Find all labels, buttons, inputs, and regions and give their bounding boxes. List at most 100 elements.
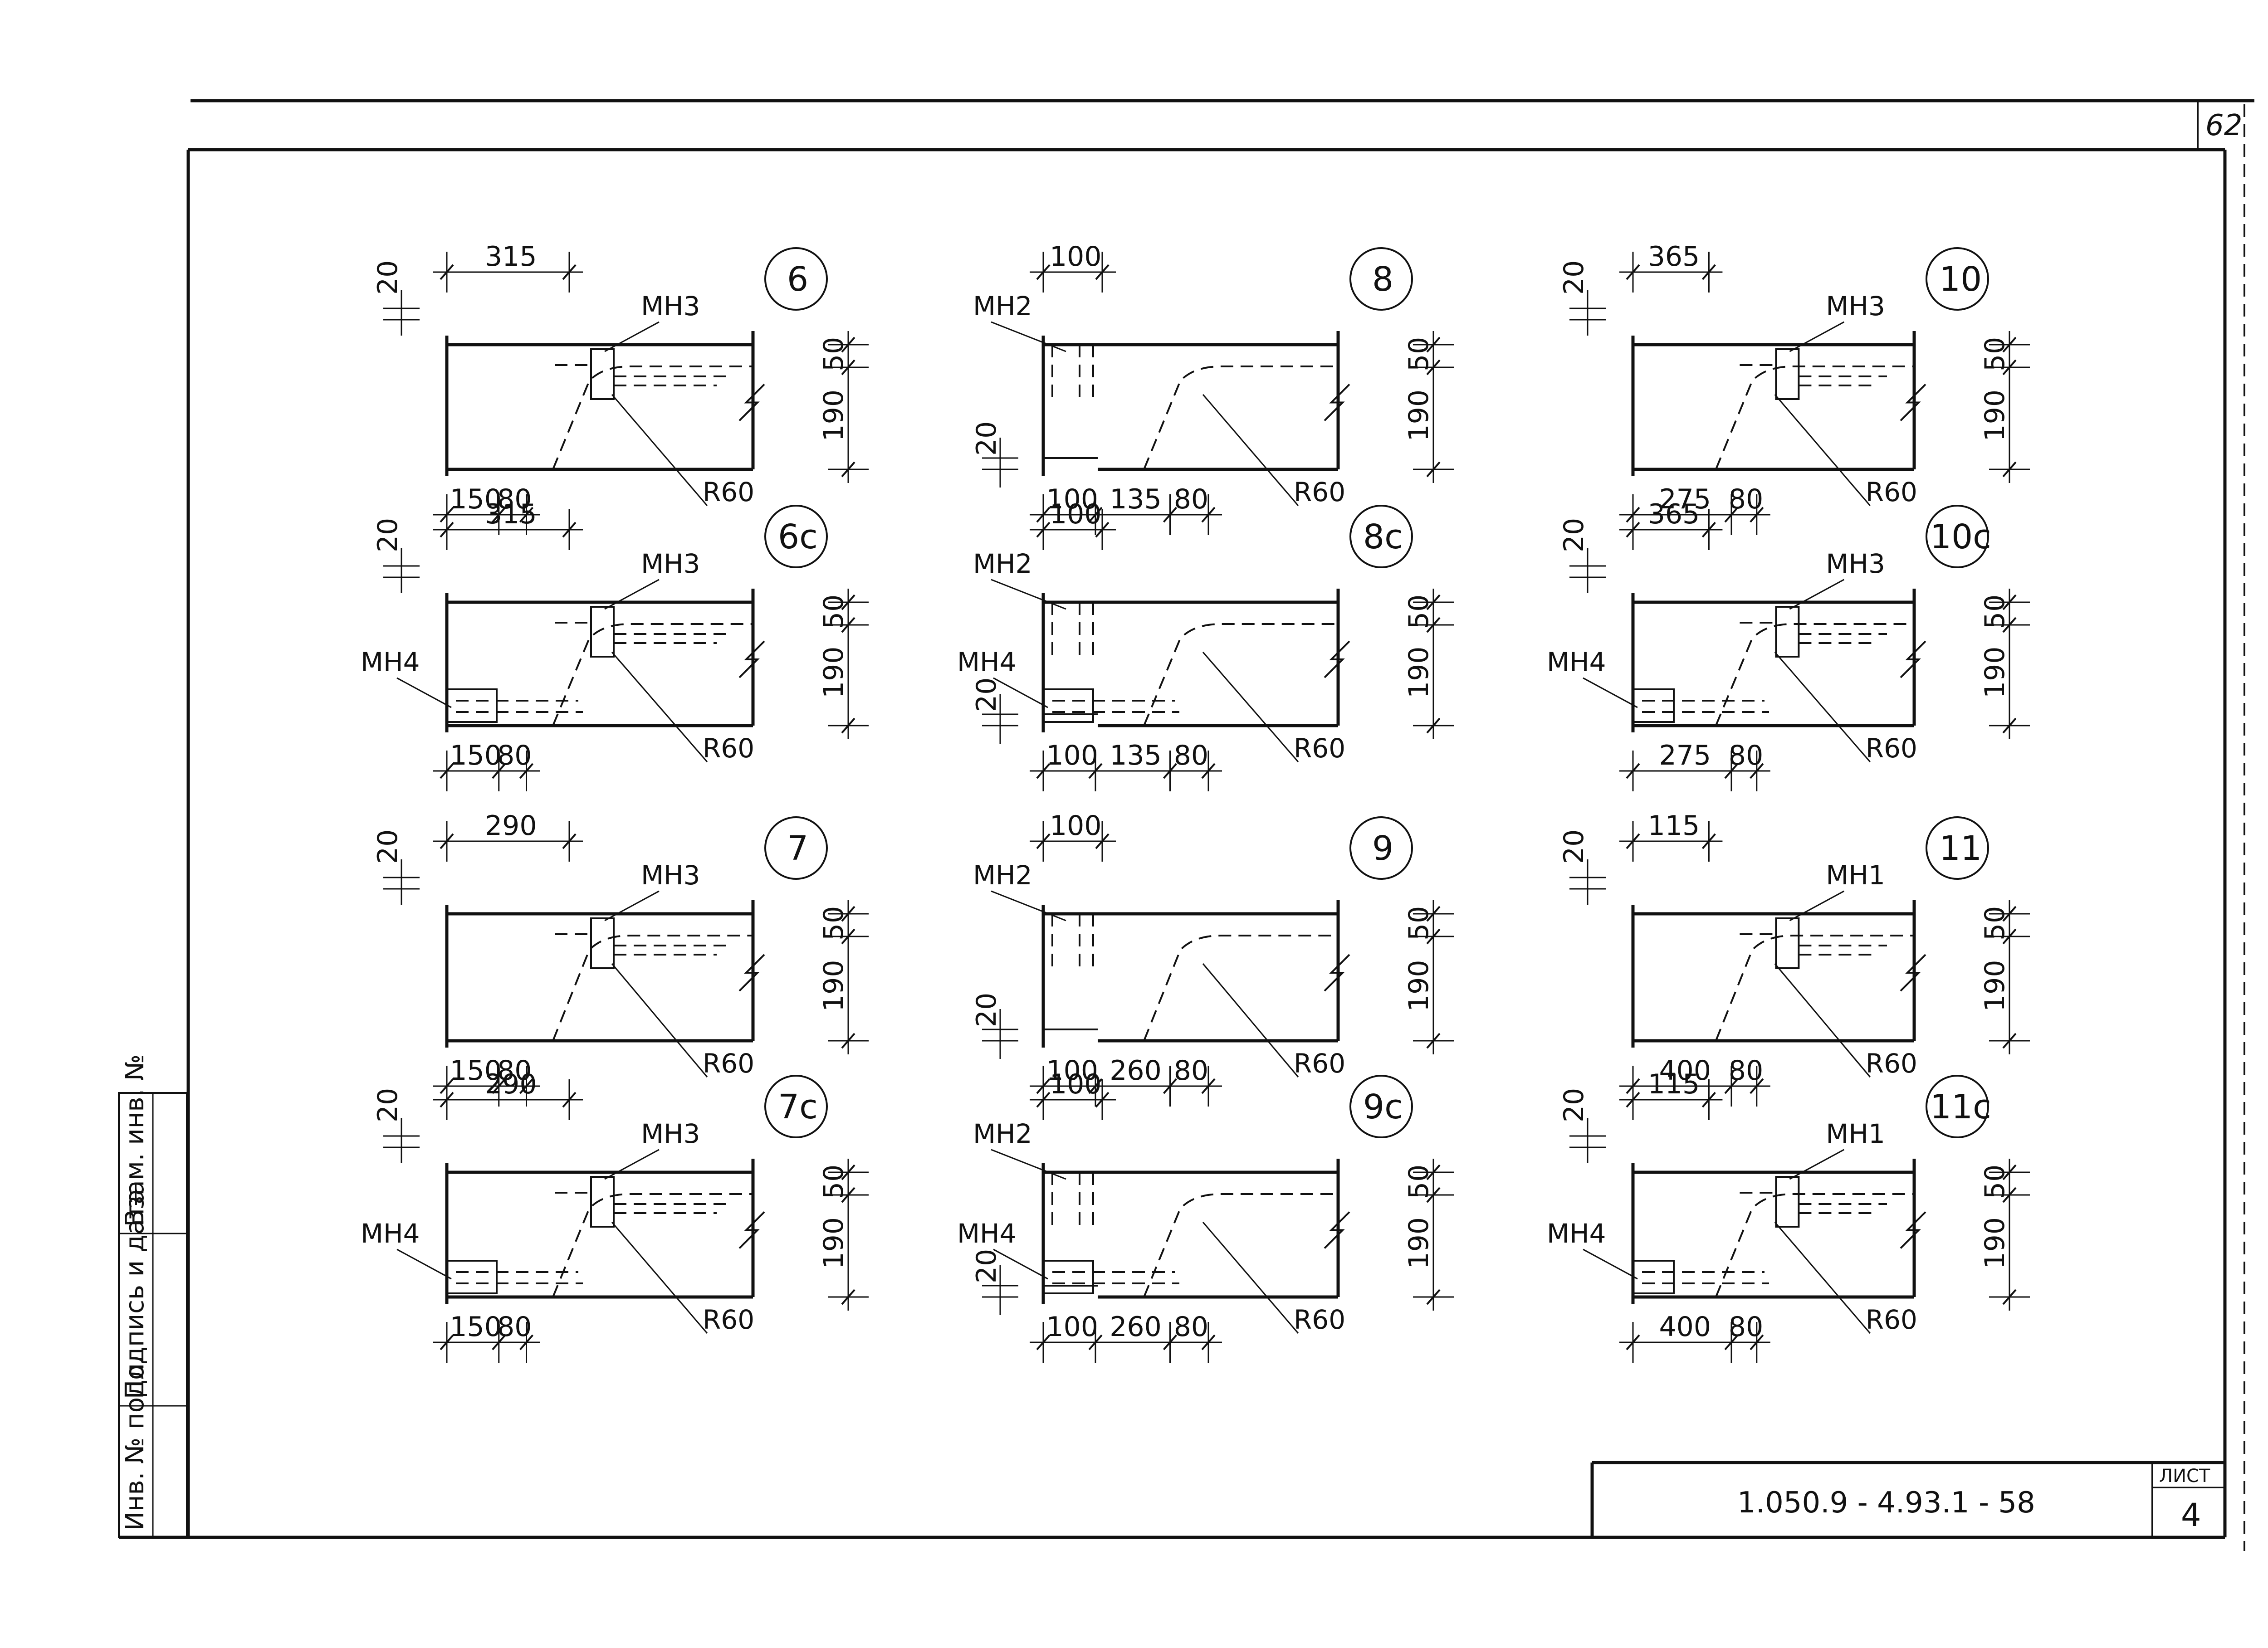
top-dimension-label: 100 <box>1050 241 1102 273</box>
dimension-tick <box>2002 336 2017 353</box>
dimension-tick <box>519 1078 534 1094</box>
dimension-tick <box>1426 336 1441 353</box>
insert-leader <box>993 677 1048 708</box>
notch-dimension-label: 20 <box>971 993 1002 1027</box>
insert-label: МН4 <box>1547 1218 1606 1249</box>
height-dimension-label: 50 <box>1403 1165 1435 1199</box>
dimension-tick <box>1426 1289 1441 1305</box>
bottom-dimension-label: 80 <box>1174 740 1208 771</box>
plate-leader <box>991 1149 1066 1180</box>
dimension-tick <box>2002 1289 2017 1305</box>
detail-tag-label: 11 <box>1939 829 1982 868</box>
dimension-tick <box>841 928 855 945</box>
top-dimension-label: 115 <box>1648 810 1700 842</box>
detail-tag-circle <box>764 247 828 311</box>
plate-outline <box>590 348 615 400</box>
insert-label: МН4 <box>957 1218 1017 1249</box>
dimension-tick <box>440 1092 454 1108</box>
insert-outline <box>1632 688 1675 723</box>
dimension-tick <box>1201 1078 1216 1094</box>
bottom-dimension-label: 400 <box>1659 1055 1711 1087</box>
thickness-dimension-label: 20 <box>1558 260 1590 295</box>
side-stamp: Инв. № подл. Подпись и дата Взам. инв. № <box>118 1054 188 1538</box>
bottom-dimension-label: 135 <box>1110 740 1162 771</box>
fillet-curve <box>1715 935 1914 1041</box>
dimension-tick <box>1701 1092 1716 1108</box>
height-dimension-label: 190 <box>1979 646 2011 698</box>
detail-tag-label: 6с <box>778 517 818 556</box>
plate-label: МН1 <box>1826 1118 1885 1149</box>
height-dimension-label: 190 <box>1979 390 2011 442</box>
dimension-tick <box>492 763 506 779</box>
top-dimension-label: 315 <box>485 241 537 273</box>
bottom-dimension-label: 80 <box>1729 740 1763 771</box>
dimension-tick <box>841 461 855 478</box>
top-dimension-label: 100 <box>1050 810 1102 842</box>
height-dimension-label: 50 <box>1403 595 1435 629</box>
dimension-tick <box>2002 1033 2017 1049</box>
dimension-tick <box>1095 1092 1110 1108</box>
dimension-tick <box>440 833 454 849</box>
dimension-tick <box>1088 507 1103 523</box>
fillet-curve <box>552 623 753 726</box>
plate-label: МН3 <box>1826 548 1885 579</box>
insert-outline <box>446 1260 498 1294</box>
dimension-tick <box>1426 617 1441 633</box>
fillet-curve <box>1715 366 1914 470</box>
insert-outline <box>1042 688 1094 723</box>
break-symbol <box>1324 954 1350 992</box>
fillet-curve <box>1143 935 1338 1041</box>
dimension-tick <box>1036 1092 1051 1108</box>
height-dimension-label: 50 <box>818 906 850 941</box>
dimension-tick <box>519 763 534 779</box>
plate-label: МН3 <box>641 291 700 322</box>
bottom-dimension-label: 80 <box>497 483 532 515</box>
dimension-tick <box>1724 1078 1739 1094</box>
radius-leader <box>1774 652 1871 762</box>
dimension-tick <box>1626 1334 1640 1351</box>
dimension-tick <box>1750 507 1764 523</box>
dimension-tick <box>841 594 855 610</box>
break-symbol <box>738 384 765 421</box>
dimension-tick <box>1163 1078 1178 1094</box>
detail-tag-circle <box>1926 247 1989 311</box>
break-symbol <box>1900 954 1926 992</box>
radius-label: R60 <box>1294 477 1345 507</box>
plate-leader <box>991 890 1066 922</box>
dimension-tick <box>2002 1164 2017 1180</box>
radius-leader <box>611 963 708 1078</box>
radius-label: R60 <box>1294 733 1345 764</box>
dimension-tick <box>2002 594 2017 610</box>
detail-tag-label: 9с <box>1363 1087 1403 1126</box>
dimension-tick <box>841 1289 855 1305</box>
dimension-tick <box>1750 763 1764 779</box>
break-symbol <box>1900 384 1926 421</box>
bottom-dimension-label: 260 <box>1110 1055 1162 1087</box>
radius-leader <box>1202 1222 1299 1334</box>
insert-leader <box>396 1248 452 1280</box>
bottom-dimension-label: 80 <box>497 1055 532 1087</box>
radius-label: R60 <box>1866 1048 1917 1079</box>
top-dimension-label: 290 <box>485 810 537 842</box>
detail-tag-circle <box>1349 1075 1413 1138</box>
height-dimension-label: 50 <box>1979 337 2011 371</box>
insert-leader <box>993 1248 1048 1280</box>
top-dimension-label: 290 <box>485 1068 537 1100</box>
dimension-tick <box>492 507 506 523</box>
plate-leader <box>991 579 1066 610</box>
dimension-tick <box>1626 264 1640 280</box>
top-dimension-label: 365 <box>1648 241 1700 273</box>
dimension-tick <box>1626 833 1640 849</box>
bottom-dimension-label: 80 <box>497 1311 532 1343</box>
insert-label: МН4 <box>957 647 1017 678</box>
notch-dimension-label: 20 <box>971 421 1002 456</box>
detail-tag-label: 7 <box>787 829 808 868</box>
break-symbol <box>1324 1211 1350 1249</box>
detail-tag-circle <box>764 1075 828 1138</box>
bottom-dimension-label: 150 <box>450 1311 502 1343</box>
insert-label: МН4 <box>361 1218 420 1249</box>
detail-tag-circle <box>1926 1075 1989 1138</box>
stamp-vzam-inv: Взам. инв. № <box>120 1054 150 1227</box>
